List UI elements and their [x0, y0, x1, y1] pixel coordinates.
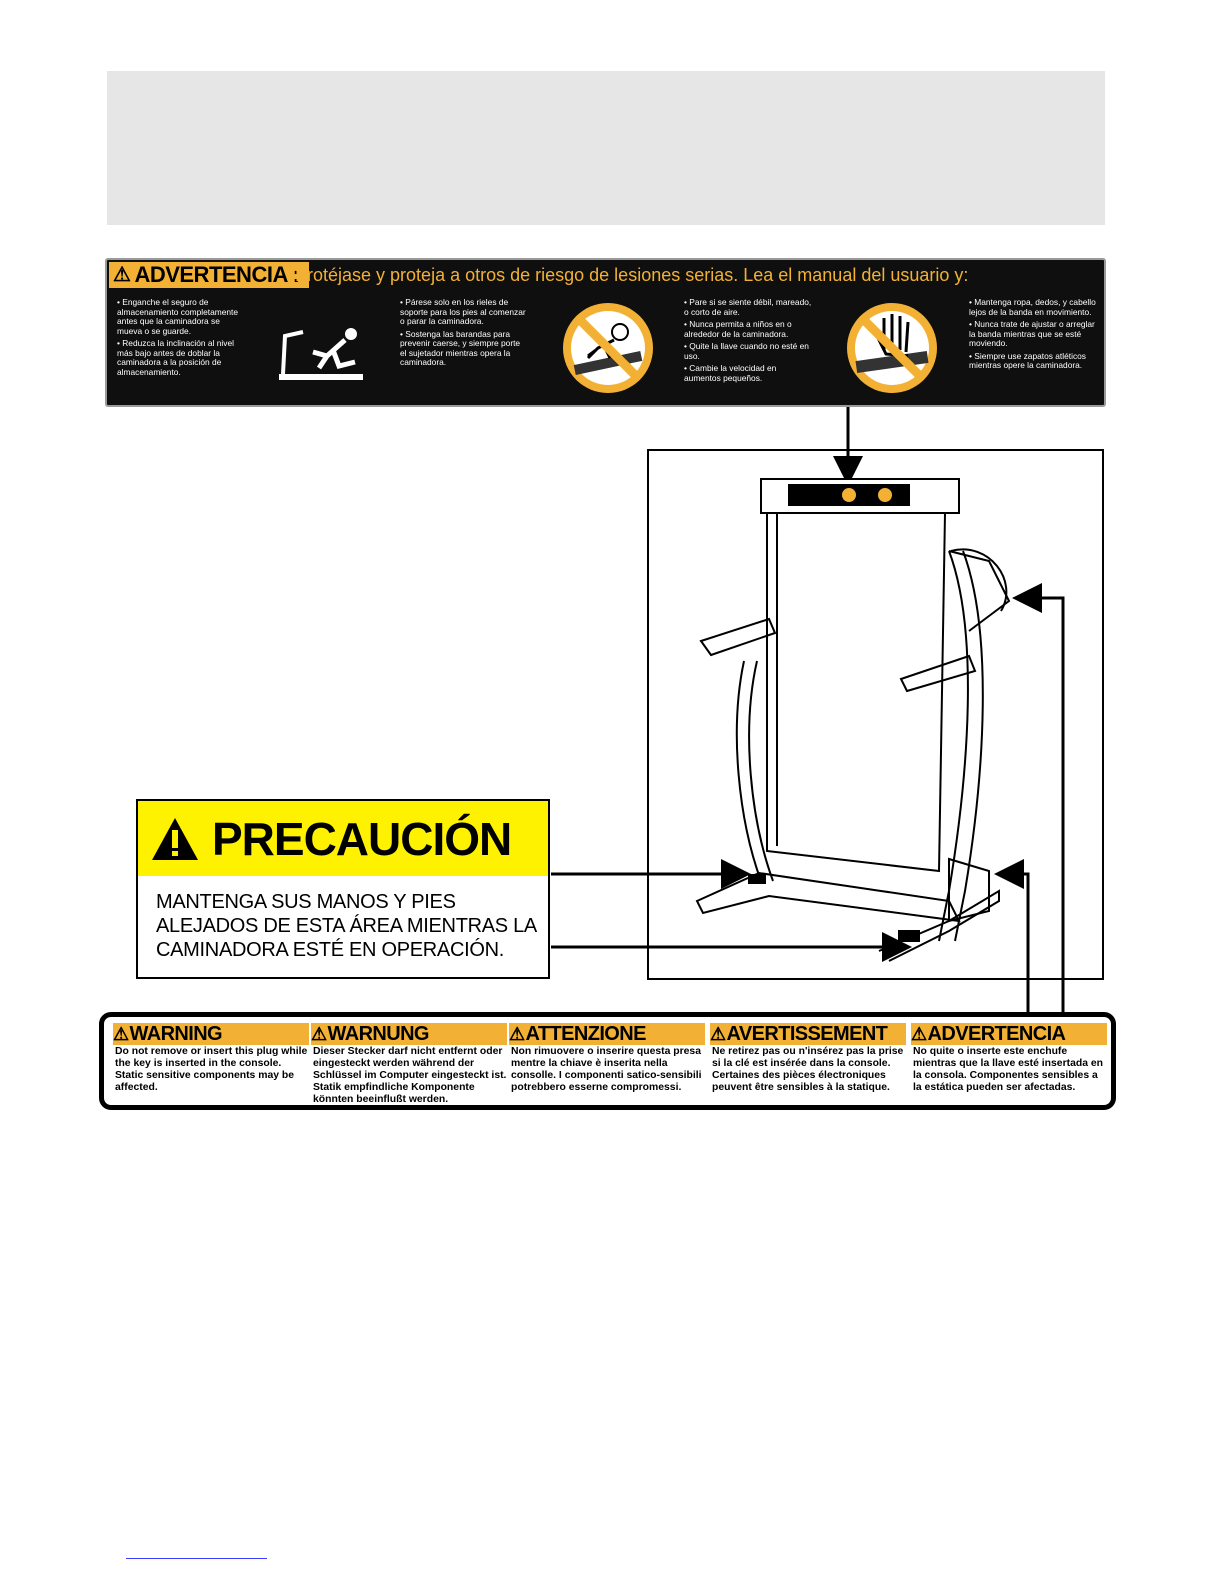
bullet: • Quite la llave cuando no esté en uso.	[684, 341, 809, 361]
warning-block-header: ⚠AVERTISSEMENT	[710, 1023, 906, 1045]
warning-block-header: ⚠WARNUNG	[311, 1023, 507, 1045]
footer-rule	[126, 1558, 267, 1559]
warning-text: Non rimuovere o inserire questa presa me…	[511, 1046, 702, 1093]
warning-triangle-icon: ⚠	[113, 1024, 129, 1044]
warning-title: WARNUNG	[327, 1023, 430, 1045]
treadmill-figure-box	[647, 449, 1104, 980]
warning-block-fr: ⚠AVERTISSEMENT Ne retirez pas ou n'insér…	[710, 1023, 906, 1094]
gray-header-panel	[107, 71, 1105, 225]
warning-triangle-icon: ⚠	[509, 1024, 525, 1044]
warning-block-header: ⚠ADVERTENCIA	[911, 1023, 1107, 1045]
top-decal-col-1: • Enganche el seguro de almacenamiento c…	[117, 297, 245, 380]
caution-body: MANTENGA SUS MANOS Y PIES ALEJADOS DE ES…	[138, 876, 548, 962]
caution-line: ALEJADOS DE ESTA ÁREA MIENTRAS LA	[156, 915, 537, 937]
warning-title: AVERTISSEMENT	[726, 1023, 888, 1045]
top-decal-headline: Protéjase y proteja a otros de riesgo de…	[295, 265, 969, 285]
warning-block-en: ⚠WARNING Do not remove or insert this pl…	[113, 1023, 309, 1094]
top-decal-header: ⚠ ADVERTENCIA : Protéjase y proteja a ot…	[107, 260, 1104, 290]
bullet: • Pare si se siente débil, mareado, o co…	[684, 297, 812, 317]
warning-title: ATTENZIONE	[525, 1023, 647, 1045]
caution-line: CAMINADORA ESTÉ EN OPERACIÓN.	[156, 939, 505, 961]
bullet: • Nunca permita a niños en o alrededor d…	[684, 319, 792, 339]
no-children-icon	[563, 303, 653, 393]
warning-text: Do not remove or insert this plug while …	[115, 1046, 308, 1093]
warning-block-header: ⚠ATTENZIONE	[509, 1023, 705, 1045]
advertencia-tag: ⚠ ADVERTENCIA :	[109, 262, 310, 288]
warning-text: Ne retirez pas ou n'insérez pas la prise…	[712, 1046, 904, 1093]
advertencia-tag-label: ADVERTENCIA :	[134, 262, 300, 287]
falling-person-icon	[279, 328, 363, 380]
warning-block-es: ⚠ADVERTENCIA No quite o inserte este enc…	[911, 1023, 1107, 1094]
warning-title: WARNING	[129, 1023, 223, 1045]
bullet: • Párese solo en los rieles de soporte p…	[400, 297, 526, 326]
caution-title: PRECAUCIÓN	[212, 812, 512, 865]
warning-triangle-icon	[152, 817, 198, 860]
warning-triangle-icon: ⚠	[710, 1024, 726, 1044]
multilingual-warning-decal: ⚠WARNING Do not remove or insert this pl…	[99, 1012, 1116, 1110]
warning-triangle-icon: ⚠	[113, 264, 131, 286]
warning-block-header: ⚠WARNING	[113, 1023, 309, 1045]
bullet: • Sostenga las barandas para prevenir ca…	[400, 328, 521, 367]
folded-treadmill-illustration	[695, 478, 1011, 962]
warning-triangle-icon: ⚠	[311, 1024, 327, 1044]
bullet: • Siempre use zapatos atléticos mientras…	[969, 350, 1086, 370]
bullet: • Cambie la velocidad en aumentos pequeñ…	[684, 363, 777, 383]
top-decal-col-3: • Pare si se siente débil, mareado, o co…	[684, 297, 812, 386]
warning-title: ADVERTENCIA	[927, 1023, 1066, 1045]
caution-label: PRECAUCIÓN MANTENGA SUS MANOS Y PIES ALE…	[136, 799, 550, 979]
warning-text: No quite o inserte este enchufe mientras…	[913, 1046, 1104, 1093]
top-decal-col-2: • Párese solo en los rieles de soporte p…	[400, 297, 528, 371]
caution-line: MANTENGA SUS MANOS Y PIES	[156, 891, 456, 913]
warning-triangle-icon: ⚠	[911, 1024, 927, 1044]
top-decal-col-4: • Mantenga ropa, dedos, y cabello lejos …	[969, 297, 1097, 374]
top-warning-decal: ⚠ ADVERTENCIA : Protéjase y proteja a ot…	[105, 258, 1106, 407]
bullet: • Reduzca la inclinación al nivel más ba…	[117, 338, 234, 377]
bullet: • Nunca trate de ajustar o arreglar la b…	[969, 319, 1095, 348]
warning-text: Dieser Stecker darf nicht entfernt oder …	[313, 1046, 507, 1105]
warning-block-de: ⚠WARNUNG Dieser Stecker darf nicht entfe…	[311, 1023, 507, 1106]
bullet: • Enganche el seguro de almacenamiento c…	[117, 297, 239, 336]
no-hands-on-belt-icon	[847, 303, 937, 393]
caution-label-header: PRECAUCIÓN	[138, 801, 548, 876]
warning-block-it: ⚠ATTENZIONE Non rimuovere o inserire que…	[509, 1023, 705, 1094]
bullet: • Mantenga ropa, dedos, y cabello lejos …	[969, 297, 1096, 317]
